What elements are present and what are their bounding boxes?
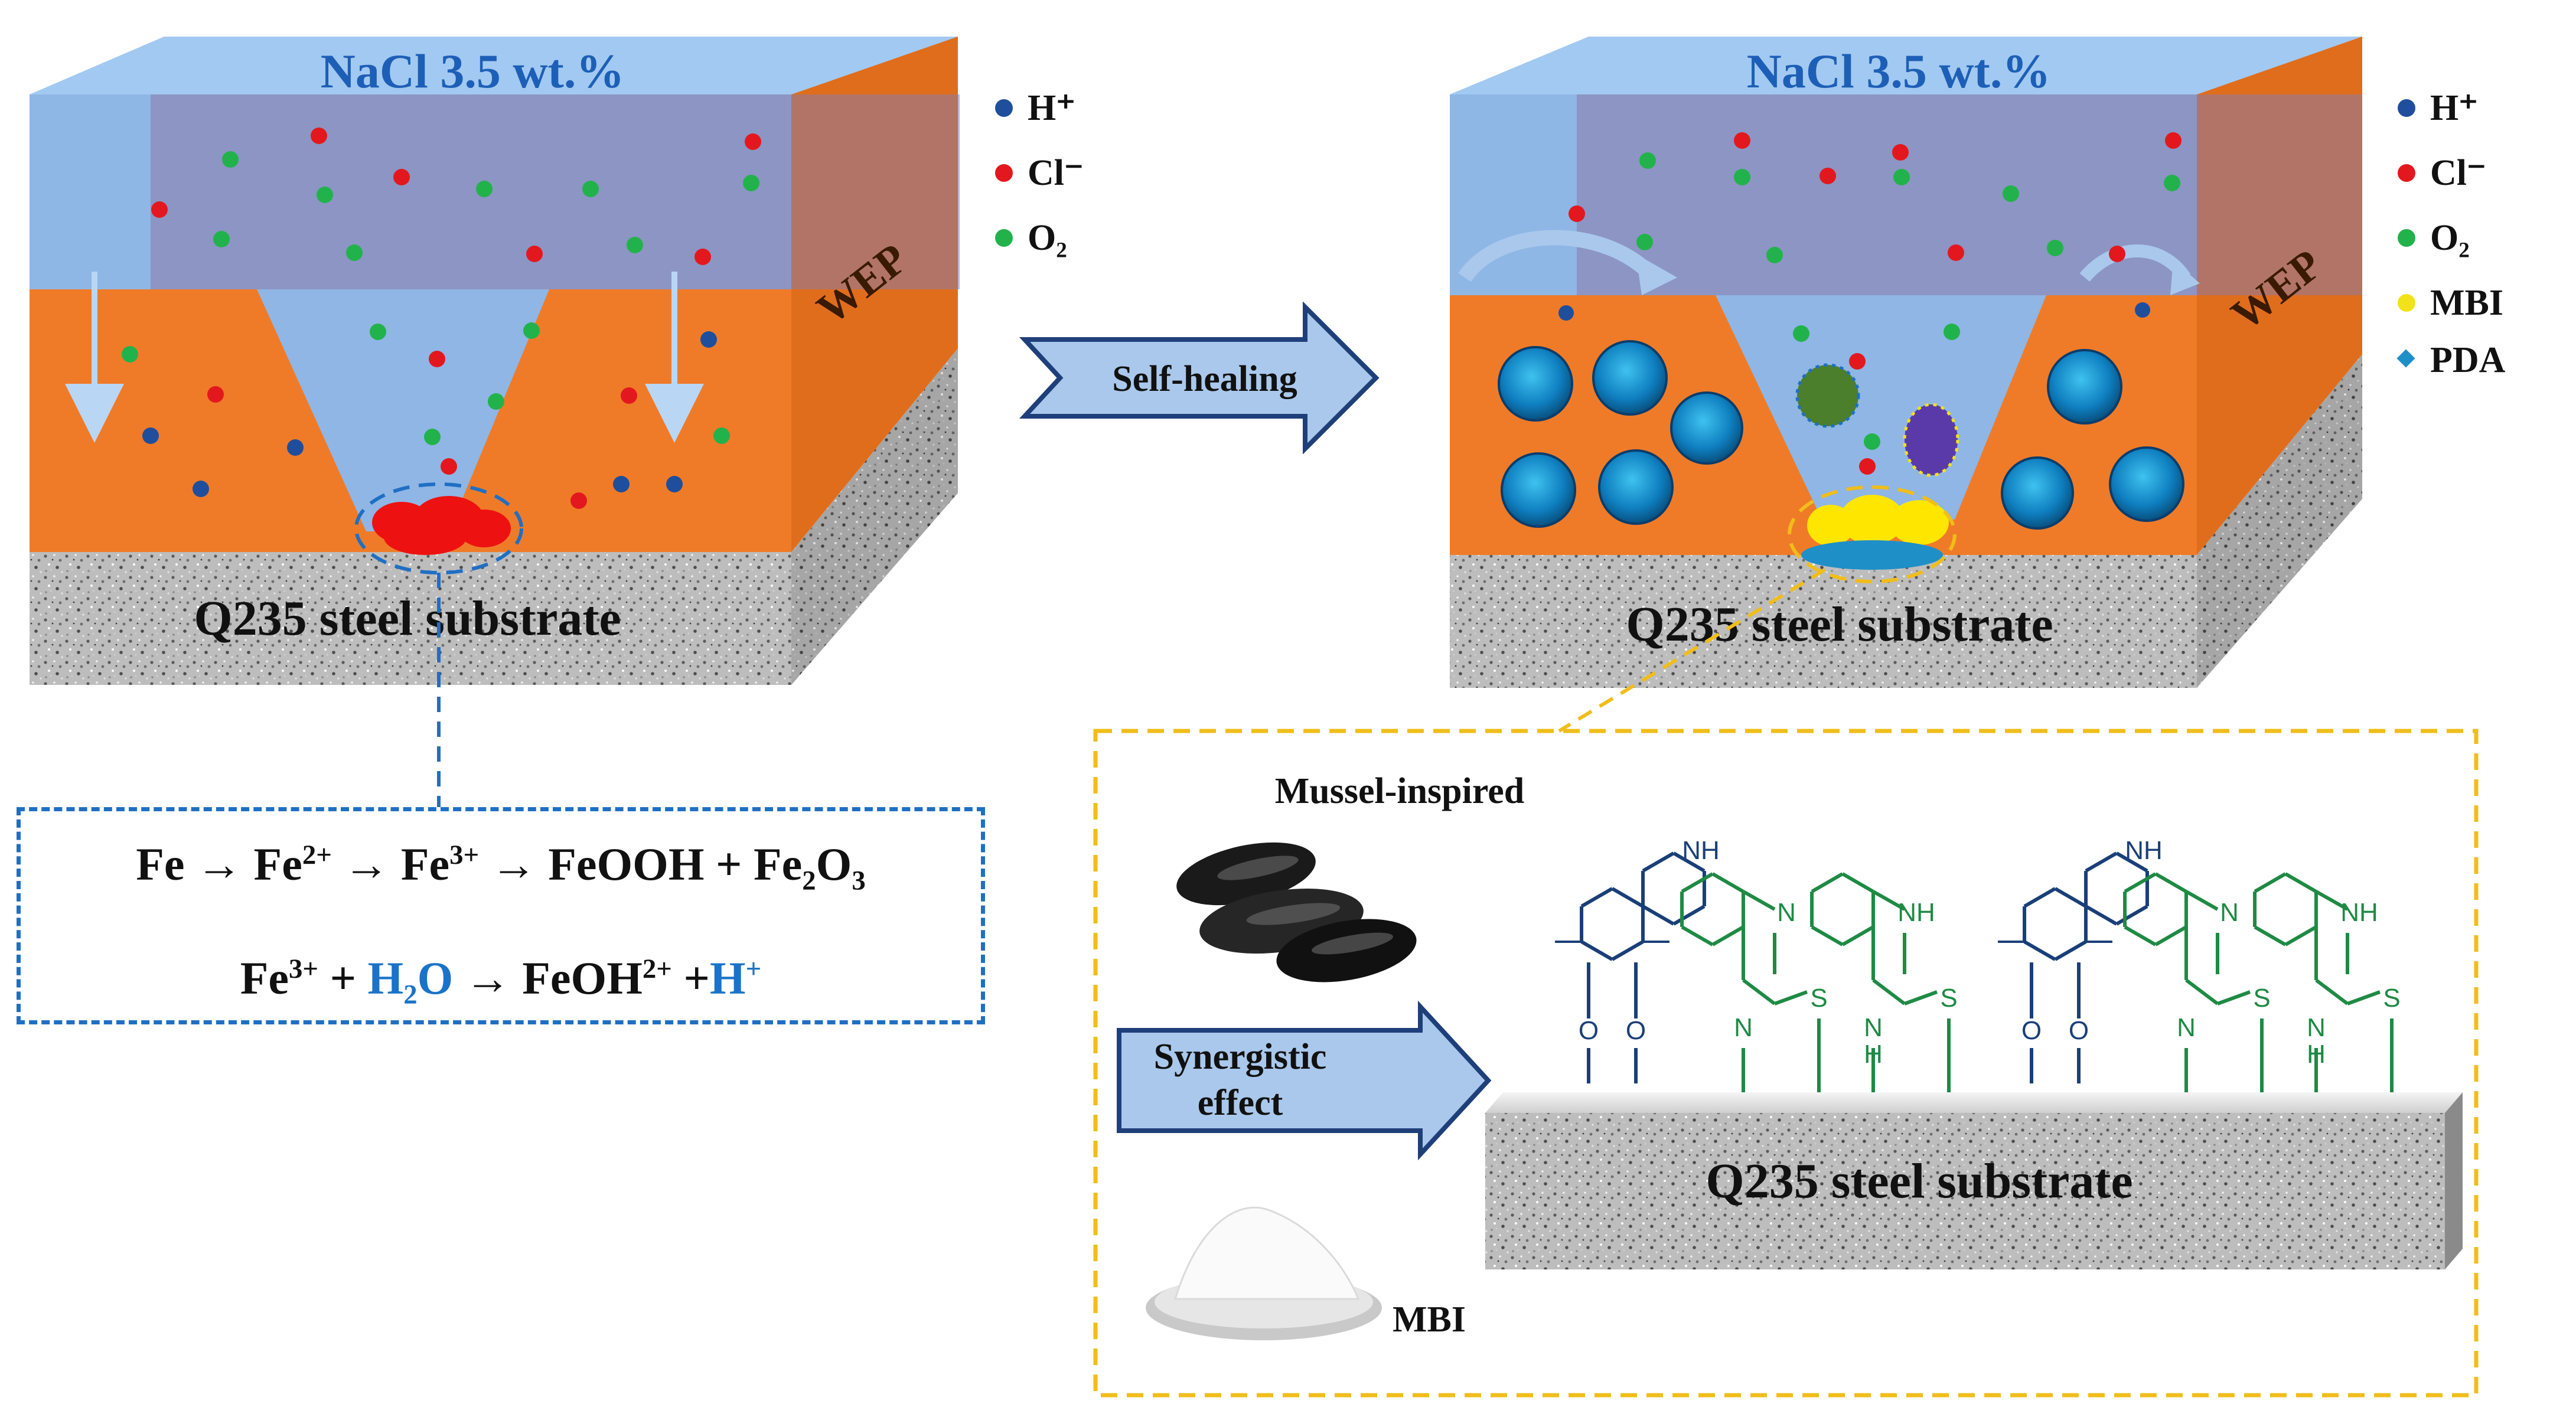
mbi-s-label: S bbox=[2383, 984, 2400, 1013]
mechanism-substrate: Q235 steel substrate bbox=[1485, 1092, 2463, 1269]
mbi-n-label: N bbox=[1864, 1013, 1883, 1042]
legend-mbi-marker bbox=[2398, 294, 2415, 312]
legend-h-marker bbox=[2398, 99, 2415, 117]
legend-cl-marker bbox=[2398, 164, 2415, 182]
mbi-label: MBI bbox=[1393, 1300, 1466, 1340]
mbi-n-label: N bbox=[2177, 1013, 2196, 1042]
mbi-h-label: H bbox=[2307, 1040, 2326, 1069]
legend-cl-label: Cl⁻ bbox=[2430, 153, 2486, 193]
released-capsule-purple bbox=[1903, 403, 1959, 477]
mbi-molecule: NH N S H bbox=[2253, 872, 2401, 1092]
mbi-s-label: S bbox=[1810, 984, 1827, 1013]
synergistic-label-2: effect bbox=[1198, 1083, 1283, 1123]
right-ions bbox=[1558, 132, 2182, 475]
legend-o2-label: O₂ bbox=[1028, 218, 1067, 258]
mbi-s-label: S bbox=[2253, 984, 2270, 1013]
pda-nh-label: NH bbox=[1682, 836, 1720, 865]
legend-h-marker bbox=[995, 99, 1013, 117]
left-substrate-side bbox=[791, 348, 958, 685]
mbi-n-label: NH bbox=[1897, 898, 1935, 927]
healing-layer bbox=[1801, 495, 1949, 570]
right-substrate-label: Q235 steel substrate bbox=[1626, 597, 2053, 652]
mbi-h-label: H bbox=[1864, 1040, 1883, 1069]
right-connector bbox=[1558, 568, 1826, 733]
legend-pda-marker bbox=[2396, 349, 2415, 368]
mbi-powder-image bbox=[1146, 1206, 1382, 1340]
right-panel: NaCl 3.5 wt.% WEP Q235 steel substrate H… bbox=[1450, 37, 2506, 688]
capsules bbox=[1498, 340, 2184, 530]
legend-h-label: H⁺ bbox=[1028, 88, 1075, 128]
corrosion-product bbox=[372, 496, 511, 555]
legend-h-label: H⁺ bbox=[2430, 88, 2478, 128]
pda-o-label: O bbox=[1626, 1016, 1646, 1045]
legend-pda-label: PDA bbox=[2430, 340, 2506, 380]
left-defect-circle bbox=[354, 482, 523, 574]
mbi-molecule: NH N S H bbox=[1810, 872, 1958, 1092]
left-substrate bbox=[30, 552, 791, 685]
synergistic-arrow: Synergistic effect bbox=[1117, 1000, 1492, 1161]
pda-o-label: O bbox=[2069, 1016, 2089, 1045]
left-legend: H⁺ Cl⁻ O₂ bbox=[995, 88, 1084, 258]
mbi-molecule: N N S bbox=[2123, 872, 2271, 1092]
legend-cl-marker bbox=[995, 164, 1013, 182]
synergistic-label-1: Synergistic bbox=[1154, 1037, 1327, 1077]
self-healing-label: Self-healing bbox=[1112, 359, 1297, 399]
mussel-image bbox=[1176, 842, 1417, 982]
right-substrate-side bbox=[2197, 354, 2362, 688]
mechanism-box bbox=[1093, 729, 2479, 1398]
pda-o-label: O bbox=[2021, 1016, 2042, 1045]
right-solution-label: NaCl 3.5 wt.% bbox=[1747, 44, 2051, 98]
right-substrate bbox=[1450, 555, 2197, 688]
right-defect bbox=[1716, 295, 2046, 520]
mechanism-substrate-label: Q235 steel substrate bbox=[1706, 1154, 2132, 1209]
corrosion-equations: Fe → Fe2+ → Fe3+ → FeOOH + Fe2O3 Fe3+ + … bbox=[17, 807, 985, 1024]
mussel-label: Mussel-inspired bbox=[1275, 771, 1525, 811]
mbi-n-label: N bbox=[2307, 1013, 2326, 1042]
left-solution-label: NaCl 3.5 wt.% bbox=[321, 44, 625, 98]
legend-o2-marker bbox=[995, 229, 1013, 247]
mbi-n-label: N bbox=[1734, 1013, 1753, 1042]
right-defect-circle bbox=[1788, 485, 1957, 583]
mbi-n-label: NH bbox=[2340, 898, 2378, 927]
mbi-n-label: N bbox=[2220, 898, 2239, 927]
equation-line-2: Fe3+ + H2O → FeOH2+ +H+ bbox=[240, 952, 762, 1010]
equation-line-1: Fe → Fe2+ → Fe3+ → FeOOH + Fe2O3 bbox=[136, 838, 866, 896]
left-panel: NaCl 3.5 wt.% WEP Q235 steel substrate H… bbox=[30, 37, 1084, 685]
pda-o-label: O bbox=[1579, 1016, 1599, 1045]
legend-o2-marker bbox=[2398, 229, 2415, 247]
left-defect bbox=[257, 289, 549, 531]
right-legend: H⁺ Cl⁻ O₂ MBI PDA bbox=[2396, 88, 2506, 380]
legend-o2-label: O₂ bbox=[2430, 218, 2470, 258]
released-capsule-green bbox=[1795, 363, 1860, 428]
left-ions bbox=[122, 128, 761, 509]
self-healing-arrow: Self-healing bbox=[1019, 301, 1380, 455]
mbi-s-label: S bbox=[1940, 984, 1957, 1013]
pda-nh-label: NH bbox=[2125, 836, 2163, 865]
left-substrate-label: Q235 steel substrate bbox=[194, 591, 621, 646]
legend-mbi-label: MBI bbox=[2430, 283, 2503, 323]
mbi-molecule: N N S bbox=[1680, 872, 1828, 1092]
legend-cl-label: Cl⁻ bbox=[1028, 153, 1084, 193]
mbi-n-label: N bbox=[1777, 898, 1796, 927]
